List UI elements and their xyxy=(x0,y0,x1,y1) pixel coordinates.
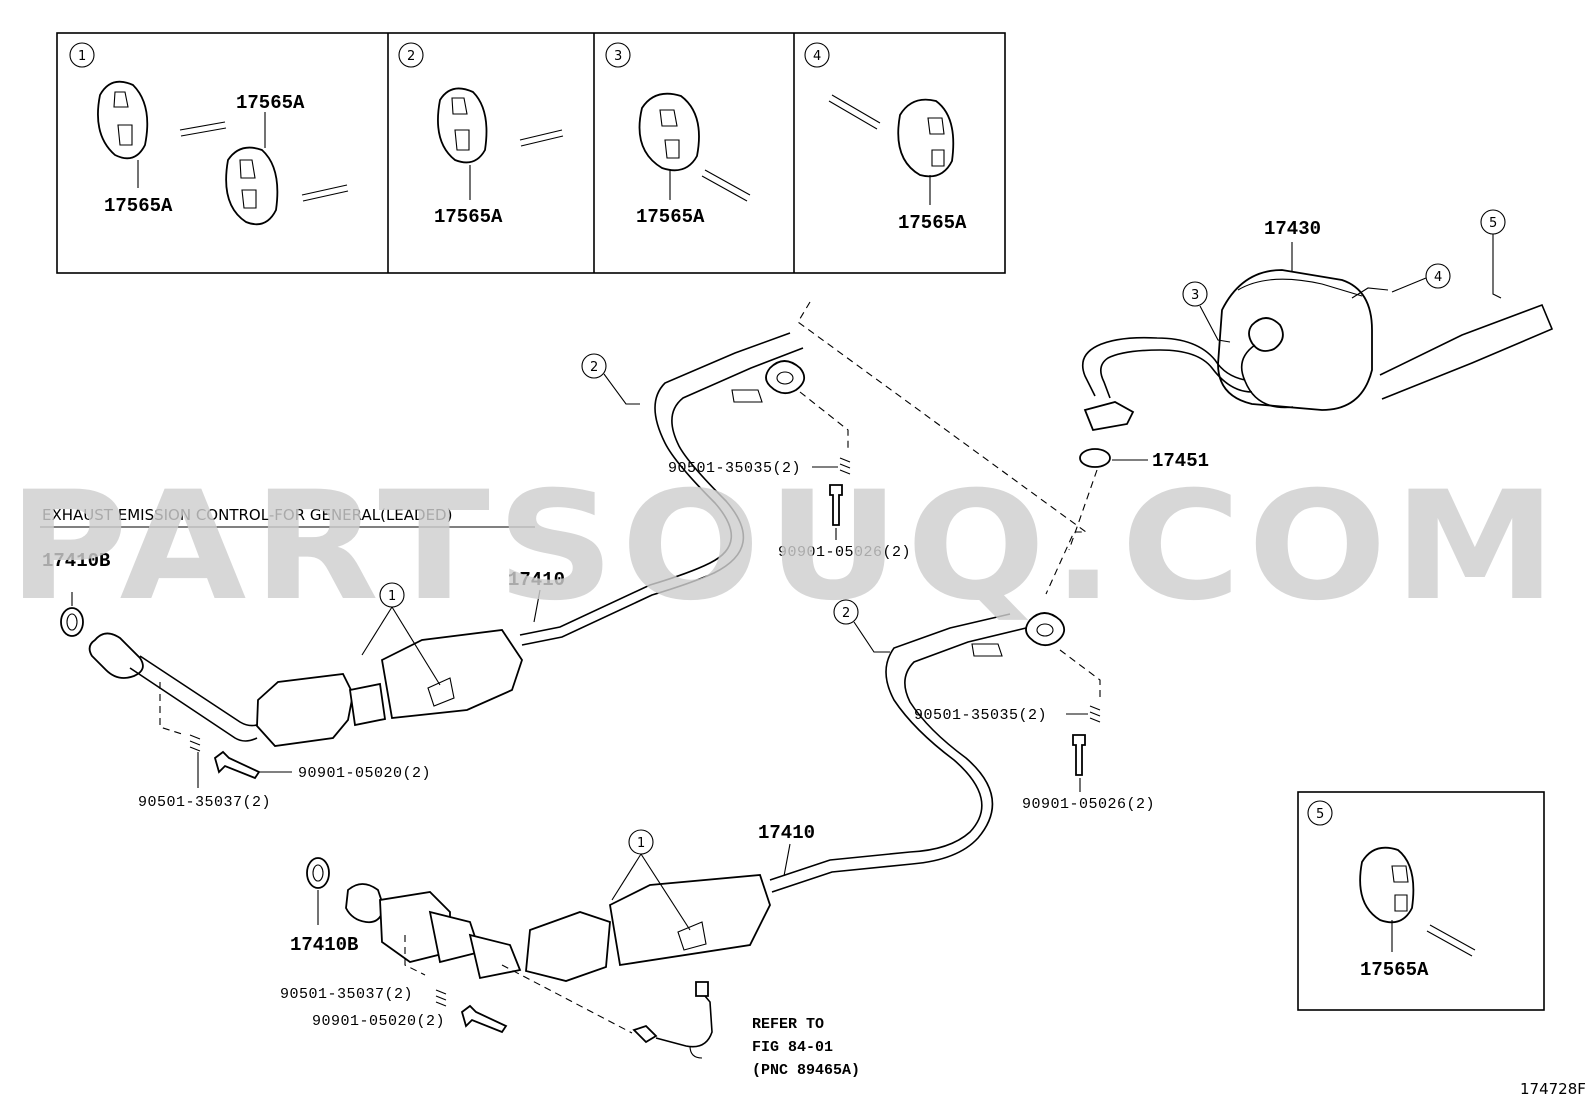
hanger-icon xyxy=(225,146,279,226)
panel-5-index: 5 xyxy=(1316,807,1324,822)
label-17565a: 17565A xyxy=(898,212,967,234)
label-90501-35035: 90501-35035(2) xyxy=(914,707,1047,724)
panel-4-index: 4 xyxy=(813,49,821,64)
label-90901-05020: 90901-05020(2) xyxy=(312,1013,445,1030)
section-caption: EXHAUST EMISSION CONTROL-FOR GENERAL(LEA… xyxy=(40,506,535,528)
bolt-icon xyxy=(213,750,261,780)
oxygen-sensor-icon xyxy=(632,1024,658,1044)
fasteners-left-lower: 90501-35037(2) 90901-05020(2) xyxy=(280,986,508,1034)
label-17565a: 17565A xyxy=(434,206,503,228)
inset-panel-3: 3 17565A xyxy=(605,42,751,228)
hanger-icon xyxy=(897,98,955,178)
spring-icon xyxy=(189,734,201,752)
hanger-icon xyxy=(437,87,488,164)
panel-2-index: 2 xyxy=(407,49,415,64)
inset-panels-frame xyxy=(56,32,1006,274)
label-17410: 17410 xyxy=(758,822,815,844)
front-pipe-lower: 1 2 xyxy=(306,599,1066,1059)
callout-1: 1 xyxy=(637,836,645,851)
inset-panel-4: 4 17565A xyxy=(804,42,967,234)
label-17430: 17430 xyxy=(1264,218,1321,240)
hanger-icon xyxy=(638,92,700,172)
label-90901-05026: 90901-05026(2) xyxy=(1022,796,1155,813)
label-90501-35037: 90501-35037(2) xyxy=(138,794,271,811)
fasteners-left-upper: 90901-05020(2) 90501-35037(2) xyxy=(138,682,431,811)
spring-icon xyxy=(435,989,447,1007)
label-17410b: 17410B xyxy=(42,550,110,572)
bolt-icon xyxy=(460,1004,508,1034)
reference-note: REFER TO FIG 84-01 (PNC 89465A) xyxy=(752,1016,860,1079)
label-17451: 17451 xyxy=(1152,450,1209,472)
fasteners-mid-right: 90501-35035(2) 90901-05026(2) xyxy=(914,649,1155,813)
hanger-icon xyxy=(1359,846,1415,924)
bolt-icon xyxy=(829,484,843,526)
section-caption-text: EXHAUST EMISSION CONTROL-FOR GENERAL(LEA… xyxy=(42,506,452,524)
refer-line-3: (PNC 89465A) xyxy=(752,1062,860,1079)
label-17410b: 17410B xyxy=(290,934,358,956)
label-17565a: 17565A xyxy=(236,92,305,114)
callout-2: 2 xyxy=(590,360,598,375)
label-90901-05026: 90901-05026(2) xyxy=(778,544,911,561)
refer-line-1: REFER TO xyxy=(752,1016,824,1033)
callout-5: 5 xyxy=(1489,216,1497,231)
bolt-icon xyxy=(1072,734,1086,776)
panel-3-index: 3 xyxy=(614,49,622,64)
label-90901-05020: 90901-05020(2) xyxy=(298,765,431,782)
watermark: PARTSOUQ.COM xyxy=(8,460,1563,634)
gasket-ring xyxy=(306,857,330,889)
muffler-assembly: 3 4 5 xyxy=(1079,209,1554,468)
callout-3: 3 xyxy=(1191,288,1199,303)
hanger-icon xyxy=(97,80,149,160)
label-90501-35037: 90501-35037(2) xyxy=(280,986,413,1003)
callout-1: 1 xyxy=(388,589,396,604)
front-pipe-upper: 1 2 xyxy=(60,332,806,747)
figure-number: 174728F xyxy=(1520,1080,1586,1098)
callout-4: 4 xyxy=(1434,270,1442,285)
muffler-gasket xyxy=(1079,448,1111,468)
inset-panel-5: 5 17565A xyxy=(1297,791,1545,1011)
inset-panel-2: 2 17565A xyxy=(398,42,564,228)
label-17565a: 17565A xyxy=(636,206,705,228)
label-90501-35035: 90501-35035(2) xyxy=(668,460,801,477)
label-17565a: 17565A xyxy=(104,195,173,217)
gasket-ring xyxy=(60,607,84,637)
fasteners-upper-right: 90501-35035(2) 90901-05026(2) xyxy=(668,391,911,561)
spring-icon xyxy=(1089,705,1101,723)
refer-line-2: FIG 84-01 xyxy=(752,1039,833,1056)
inset-panel-1: 1 17565A 17565A xyxy=(69,42,349,226)
callout-2: 2 xyxy=(842,606,850,621)
panel-1-index: 1 xyxy=(78,49,86,64)
label-17410: 17410 xyxy=(508,569,565,591)
spring-icon xyxy=(839,457,851,475)
label-17565a: 17565A xyxy=(1360,959,1429,981)
